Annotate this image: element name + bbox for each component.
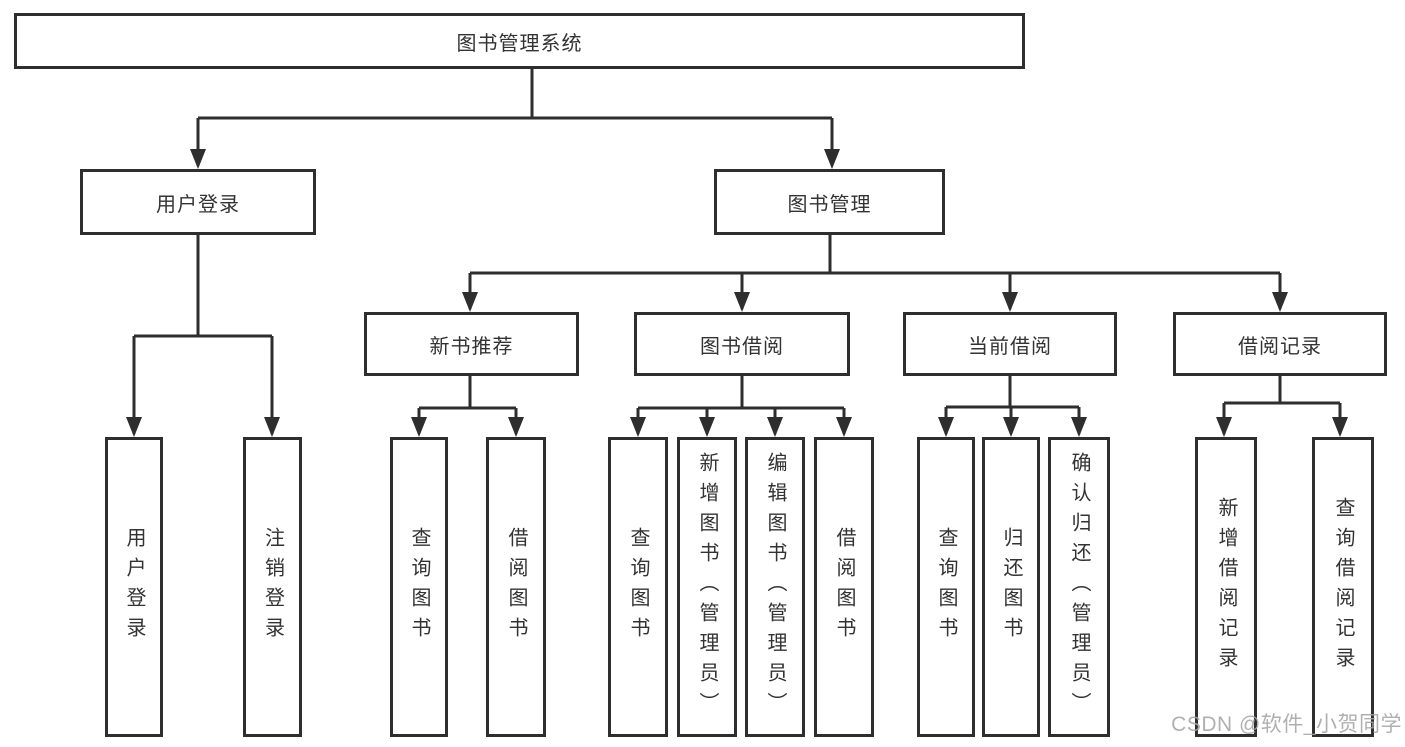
node-book-borrowing: 图书借阅 — [634, 312, 850, 376]
node-user-login-label: 用户登录 — [156, 193, 240, 216]
connector-current-borrowing-split — [938, 376, 1087, 437]
leaf-query-borrow-record-label: 查询借阅记录 — [1332, 497, 1354, 677]
leaf-edit-book-admin: 编辑图书（管理员） — [745, 437, 805, 737]
leaf-borrow-books: 借阅图书 — [814, 437, 874, 737]
leaf-query-books-borrowing: 查询图书 — [608, 437, 668, 737]
leaf-return-books-label: 归还图书 — [1000, 527, 1022, 647]
leaf-user-login: 用户登录 — [105, 437, 163, 737]
connector-borrow-records-split — [1216, 376, 1348, 437]
leaf-add-borrow-record-label: 新增借阅记录 — [1215, 497, 1237, 677]
leaf-add-book-admin: 新增图书（管理员） — [677, 437, 737, 737]
leaf-query-books-borrowing-label: 查询图书 — [627, 527, 649, 647]
leaf-user-login-label: 用户登录 — [123, 527, 145, 647]
leaf-query-borrow-record: 查询借阅记录 — [1312, 437, 1374, 737]
connector-new-book-split — [411, 376, 524, 437]
connector-book-borrowing-split — [630, 376, 852, 437]
connector-user-login-split — [126, 235, 280, 437]
leaf-add-borrow-record: 新增借阅记录 — [1195, 437, 1257, 737]
node-book-management: 图书管理 — [714, 169, 945, 235]
leaf-query-books-recommend: 查询图书 — [390, 437, 448, 737]
node-root-label: 图书管理系统 — [456, 32, 583, 55]
node-new-book-recommend: 新书推荐 — [364, 312, 579, 376]
connector-book-management-split — [462, 235, 1288, 312]
node-root: 图书管理系统 — [14, 13, 1025, 69]
leaf-borrow-books-recommend: 借阅图书 — [486, 437, 546, 737]
leaf-borrow-books-recommend-label: 借阅图书 — [505, 527, 527, 647]
leaf-query-books-current: 查询图书 — [917, 437, 975, 737]
node-borrow-records-label: 借阅记录 — [1238, 335, 1322, 358]
node-book-borrowing-label: 图书借阅 — [700, 335, 784, 358]
node-current-borrowing-label: 当前借阅 — [968, 335, 1052, 358]
leaf-return-books: 归还图书 — [982, 437, 1040, 737]
leaf-confirm-return-admin-label: 确认归还（管理员） — [1068, 452, 1090, 722]
leaf-logout-label: 注销登录 — [261, 527, 284, 647]
node-book-management-label: 图书管理 — [787, 193, 872, 216]
leaf-query-books-recommend-label: 查询图书 — [408, 527, 430, 647]
leaf-logout: 注销登录 — [243, 437, 302, 737]
node-user-login: 用户登录 — [80, 169, 316, 235]
node-borrow-records: 借阅记录 — [1173, 312, 1387, 376]
csdn-watermark: CSDN @软件_小贺同学 — [1171, 713, 1402, 736]
leaf-confirm-return-admin: 确认归还（管理员） — [1048, 437, 1110, 737]
node-current-borrowing: 当前借阅 — [903, 312, 1117, 376]
leaf-add-book-admin-label: 新增图书（管理员） — [696, 452, 718, 722]
leaf-query-books-current-label: 查询图书 — [935, 527, 957, 647]
leaf-borrow-books-label: 借阅图书 — [833, 527, 855, 647]
leaf-edit-book-admin-label: 编辑图书（管理员） — [764, 452, 786, 722]
node-new-book-recommend-label: 新书推荐 — [429, 335, 514, 358]
connector-root-to-level2 — [190, 69, 840, 169]
